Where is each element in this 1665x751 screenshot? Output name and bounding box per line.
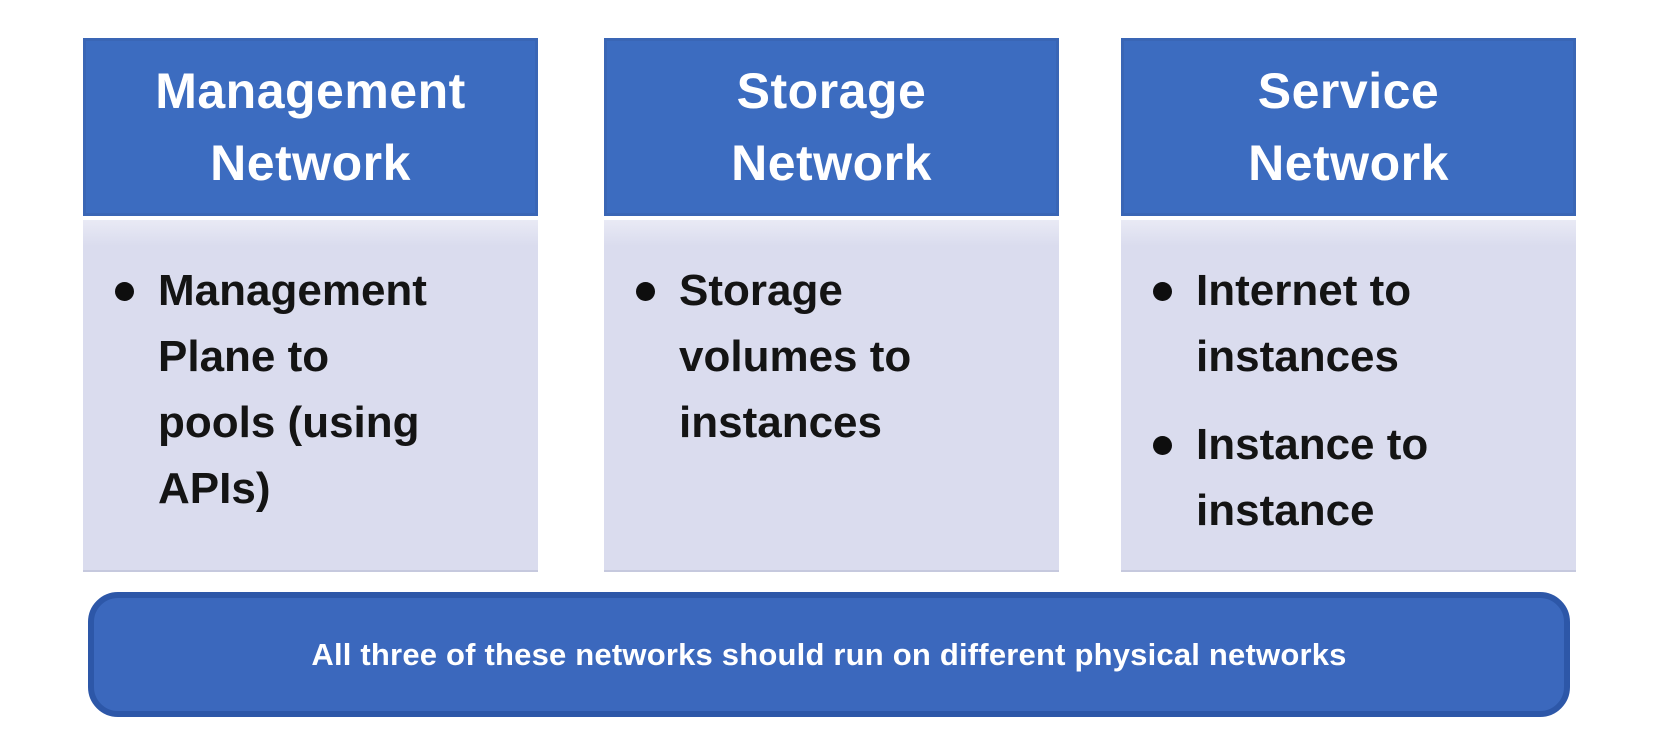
bullet-text: Internet to instances	[1196, 266, 1412, 381]
footer-banner: All three of these networks should run o…	[88, 592, 1570, 717]
management-network-body: Management Plane to pools (using APIs)	[83, 220, 538, 572]
column-service-network: Service Network Internet to instances In…	[1121, 38, 1576, 572]
service-network-body: Internet to instances Instance to instan…	[1121, 220, 1576, 572]
column-storage-network: Storage Network Storage volumes to insta…	[604, 38, 1059, 572]
footer-banner-text: All three of these networks should run o…	[311, 636, 1347, 672]
storage-network-bullet-list: Storage volumes to instances	[636, 258, 1039, 456]
bullet-icon	[1153, 282, 1172, 301]
column-management-network: Management Network Management Plane to p…	[83, 38, 538, 572]
bullet-text: Storage volumes to instances	[679, 266, 912, 447]
management-network-header: Management Network	[83, 38, 538, 216]
bullet-item: Storage volumes to instances	[636, 258, 1039, 456]
bullet-icon	[115, 282, 134, 301]
bullet-item: Instance to instance	[1153, 412, 1556, 544]
storage-network-body: Storage volumes to instances	[604, 220, 1059, 572]
bullet-icon	[1153, 436, 1172, 455]
storage-network-header: Storage Network	[604, 38, 1059, 216]
service-network-header: Service Network	[1121, 38, 1576, 216]
bullet-text: Management Plane to pools (using APIs)	[158, 266, 427, 513]
service-network-bullet-list: Internet to instances Instance to instan…	[1153, 258, 1556, 544]
bullet-item: Management Plane to pools (using APIs)	[115, 258, 518, 522]
bullet-icon	[636, 282, 655, 301]
bullet-text: Instance to instance	[1196, 420, 1429, 535]
bullet-item: Internet to instances	[1153, 258, 1556, 390]
management-network-bullet-list: Management Plane to pools (using APIs)	[115, 258, 518, 522]
